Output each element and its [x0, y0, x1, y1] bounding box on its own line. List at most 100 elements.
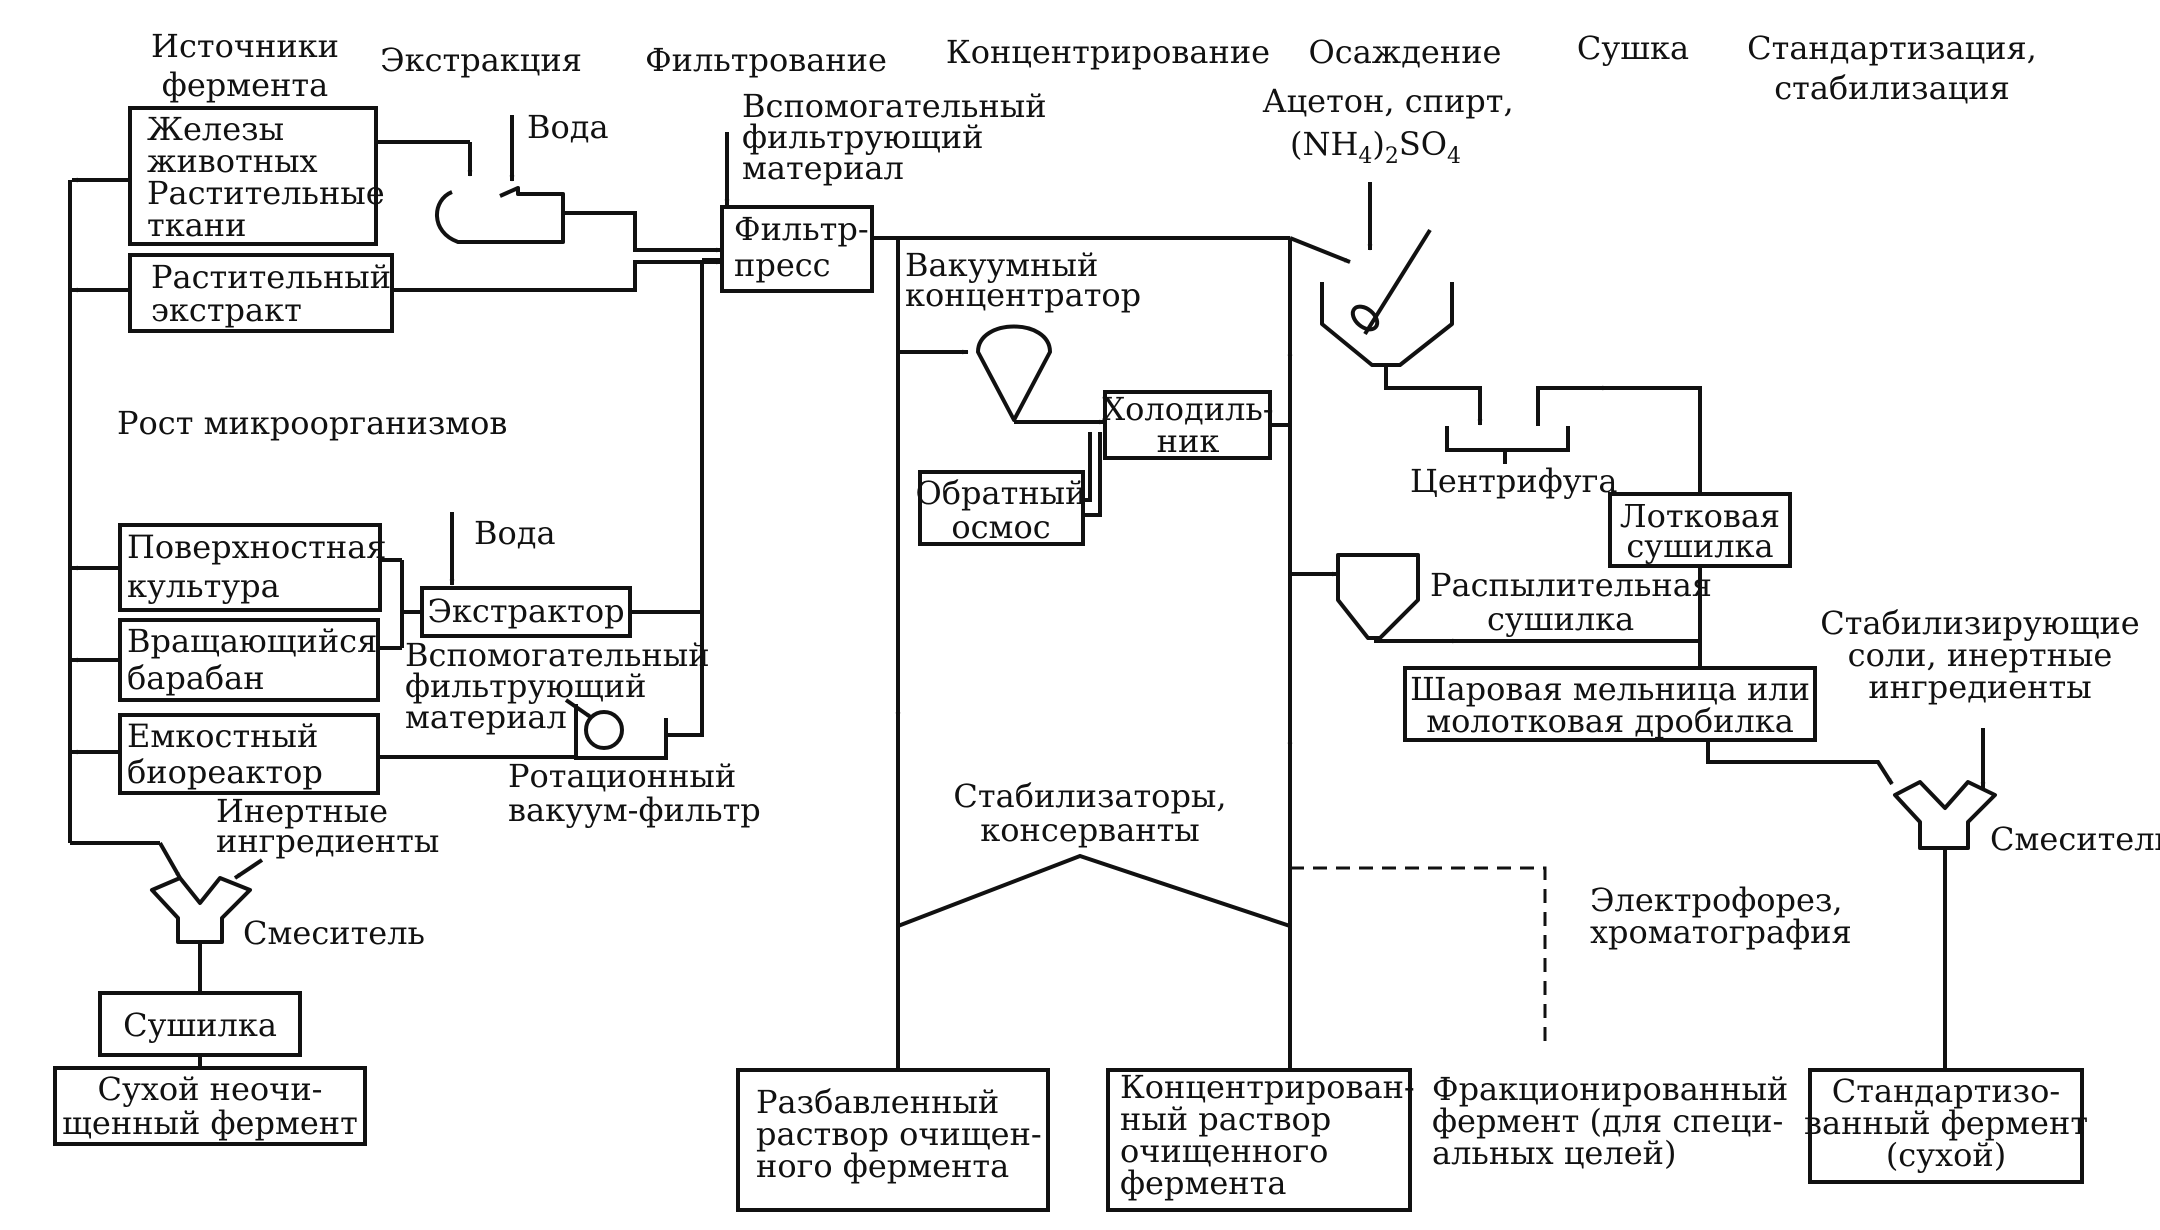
header-precipitation: Осаждение: [1309, 33, 1502, 71]
header-concentration: Концентрирование: [946, 33, 1270, 71]
source-rotating-drum-box: Вращающийся барабан: [118, 618, 380, 702]
mill-label-line2: молотковая дробилка: [1426, 702, 1794, 740]
concentrated-solution-label-line3: очищенного: [1120, 1132, 1328, 1170]
header-drying: Сушка: [1577, 29, 1689, 67]
cooler-box: Холодиль- ник: [1102, 390, 1274, 460]
rotating-drum-label-line1: Вращающийся: [127, 622, 377, 660]
rotary-vacuum-filter-icon: [574, 704, 668, 760]
fractionated-label-line2: фермент (для специ-: [1432, 1102, 1783, 1140]
concentrated-solution-label-line2: ный раствор: [1120, 1100, 1331, 1138]
vacuum-concentrator-label-line1: Вакуумный: [905, 246, 1098, 284]
dry-crude-enzyme-label-line2: щенный фермент: [62, 1104, 358, 1142]
water-label-bottom: Вода: [474, 514, 556, 552]
extraction-vessel-icon: [435, 186, 565, 244]
water-label-top: Вода: [527, 108, 609, 146]
stabilizing-salts-label-line1: Стабилизирующие: [1820, 604, 2139, 642]
mill-label-line1: Шаровая мельница или: [1410, 670, 1810, 708]
right-mixer-label: Смеситель: [1990, 820, 2160, 858]
left-dryer-label: Сушилка: [123, 1006, 277, 1044]
spray-dryer-label-line1: Распылительная: [1430, 566, 1712, 604]
reagents-label-line1: Ацетон, спирт,: [1262, 82, 1513, 120]
right-mixer-icon: [1893, 780, 1997, 850]
tank-bioreactor-label-line1: Емкостный: [127, 717, 318, 755]
fractionated-dashed-line: [1290, 866, 1547, 1048]
tank-bioreactor-label-line2: биореактор: [127, 753, 323, 791]
rotary-vacuum-filter-label-line2: вакуум-фильтр: [508, 791, 761, 829]
filter-aid-top-line1: Вспомогательный: [742, 87, 1047, 125]
surface-culture-label-line1: Поверхностная: [127, 528, 386, 566]
tray-dryer-label-line1: Лотковая: [1620, 497, 1780, 535]
microbe-growth-label: Рост микроорганизмов: [117, 404, 507, 442]
standardized-enzyme-label-line3: (сухой): [1886, 1136, 2006, 1174]
inert-ingredients-label-line2: ингредиенты: [216, 822, 439, 860]
inert-ingredients-label-line1: Инертные: [216, 792, 388, 830]
vacuum-concentrator-label-line2: концентратор: [905, 276, 1141, 314]
dilute-solution-label-line3: ного фермента: [756, 1147, 1009, 1185]
plant-extract-label-line2: экстракт: [151, 291, 302, 329]
spray-dryer-label-line2: сушилка: [1487, 600, 1634, 638]
standardized-enzyme-label-line1: Стандартизо-: [1832, 1072, 2060, 1110]
dilute-solution-label-line2: раствор очищен-: [756, 1115, 1042, 1153]
left-collector-line: [68, 177, 182, 879]
centrifuge-label: Центрифуга: [1410, 462, 1617, 500]
cooler-label-line2: ник: [1157, 422, 1220, 460]
source-surface-culture-box: Поверхностная культура: [118, 523, 386, 612]
left-mixer-label: Смеситель: [243, 914, 425, 952]
reverse-osmosis-box: Обратный осмос: [916, 470, 1087, 546]
concentrated-solution-box: Концентрирован- ный раствор очищенного ф…: [1106, 1068, 1415, 1212]
filter-aid-bottom-line1: Вспомогательный: [405, 636, 710, 674]
glands-label-line2: животных: [147, 142, 318, 180]
header-standardization-line1: Стандартизация,: [1747, 29, 2037, 67]
reverse-osmosis-label-line2: осмос: [951, 508, 1050, 546]
fractionated-label-line1: Фракционированный: [1432, 1070, 1788, 1108]
glands-label-line3: Растительные: [147, 174, 385, 212]
filter-press-label-line1: Фильтр-: [734, 210, 869, 248]
filter-aid-bottom-line2: фильтрующий: [405, 667, 646, 705]
stabilizing-salts-label-line2: соли, инертные: [1848, 636, 2113, 674]
electrophoresis-label-line2: хроматография: [1590, 913, 1852, 951]
electrophoresis-label-line1: Электрофорез,: [1590, 881, 1843, 919]
dilute-solution-label-line1: Разбавленный: [756, 1083, 999, 1121]
fractionated-label-line3: альных целей): [1432, 1134, 1676, 1172]
surface-culture-label-line2: культура: [127, 567, 280, 605]
mill-box: Шаровая мельница или молотковая дробилка: [1403, 666, 1817, 742]
stabilizers-label-line1: Стабилизаторы,: [953, 777, 1226, 815]
stabilizing-salts-label-line3: ингредиенты: [1868, 668, 2091, 706]
rotary-vacuum-filter-label-line1: Ротационный: [508, 757, 736, 795]
stabilizers-lines: [897, 853, 1291, 928]
standardized-enzyme-box: Стандартизо- ванный фермент (сухой): [1804, 1068, 2088, 1184]
header-sources-line1: Источники: [151, 27, 339, 65]
header-sources-line2: фермента: [162, 66, 328, 104]
source-plant-extract-box: Растительный экстракт: [128, 253, 394, 333]
dry-crude-enzyme-label-line1: Сухой неочи-: [98, 1070, 323, 1108]
header-standardization-line2: стабилизация: [1774, 69, 2010, 107]
glands-label-line4: ткани: [147, 206, 246, 244]
source-glands-box: Железы животных Растительные ткани: [128, 106, 385, 246]
filter-press-box: Фильтр- пресс: [720, 205, 874, 293]
filter-aid-bottom-line3: материал: [405, 698, 567, 736]
vacuum-concentrator-icon: [976, 324, 1052, 422]
glands-label-line1: Железы: [147, 110, 284, 148]
left-dryer-box: Сушилка: [98, 991, 302, 1057]
column-headers: Источники фермента Экстракция Фильтрован…: [151, 27, 2037, 107]
tray-dryer-label-line2: сушилка: [1626, 527, 1773, 565]
dilute-solution-box: Разбавленный раствор очищен- ного фермен…: [736, 1068, 1050, 1212]
filter-press-label-line2: пресс: [734, 246, 831, 284]
dry-crude-enzyme-box: Сухой неочи- щенный фермент: [53, 1066, 367, 1146]
left-mixer-icon: [150, 876, 252, 944]
extractor-label: Экстрактор: [427, 592, 624, 630]
centrifuge-icon: [1445, 426, 1570, 452]
inert-ingredients-arrow: [233, 858, 264, 880]
reverse-osmosis-label-line1: Обратный: [916, 474, 1087, 512]
cooler-label-line1: Холодиль-: [1102, 390, 1273, 428]
standardized-enzyme-label-line2: ванный фермент: [1804, 1104, 2088, 1142]
plant-extract-label-line1: Растительный: [151, 258, 391, 296]
stabilizers-label-line2: консерванты: [980, 811, 1200, 849]
filter-aid-top-line2: фильтрующий: [742, 118, 983, 156]
extractor-box: Экстрактор: [420, 586, 632, 638]
concentrated-solution-label-line4: фермента: [1120, 1164, 1286, 1202]
reagents-label-line2: (NH4)2SO4: [1290, 125, 1461, 169]
spray-dryer-icon: [1336, 553, 1420, 640]
filter-aid-top-line3: материал: [742, 149, 904, 187]
